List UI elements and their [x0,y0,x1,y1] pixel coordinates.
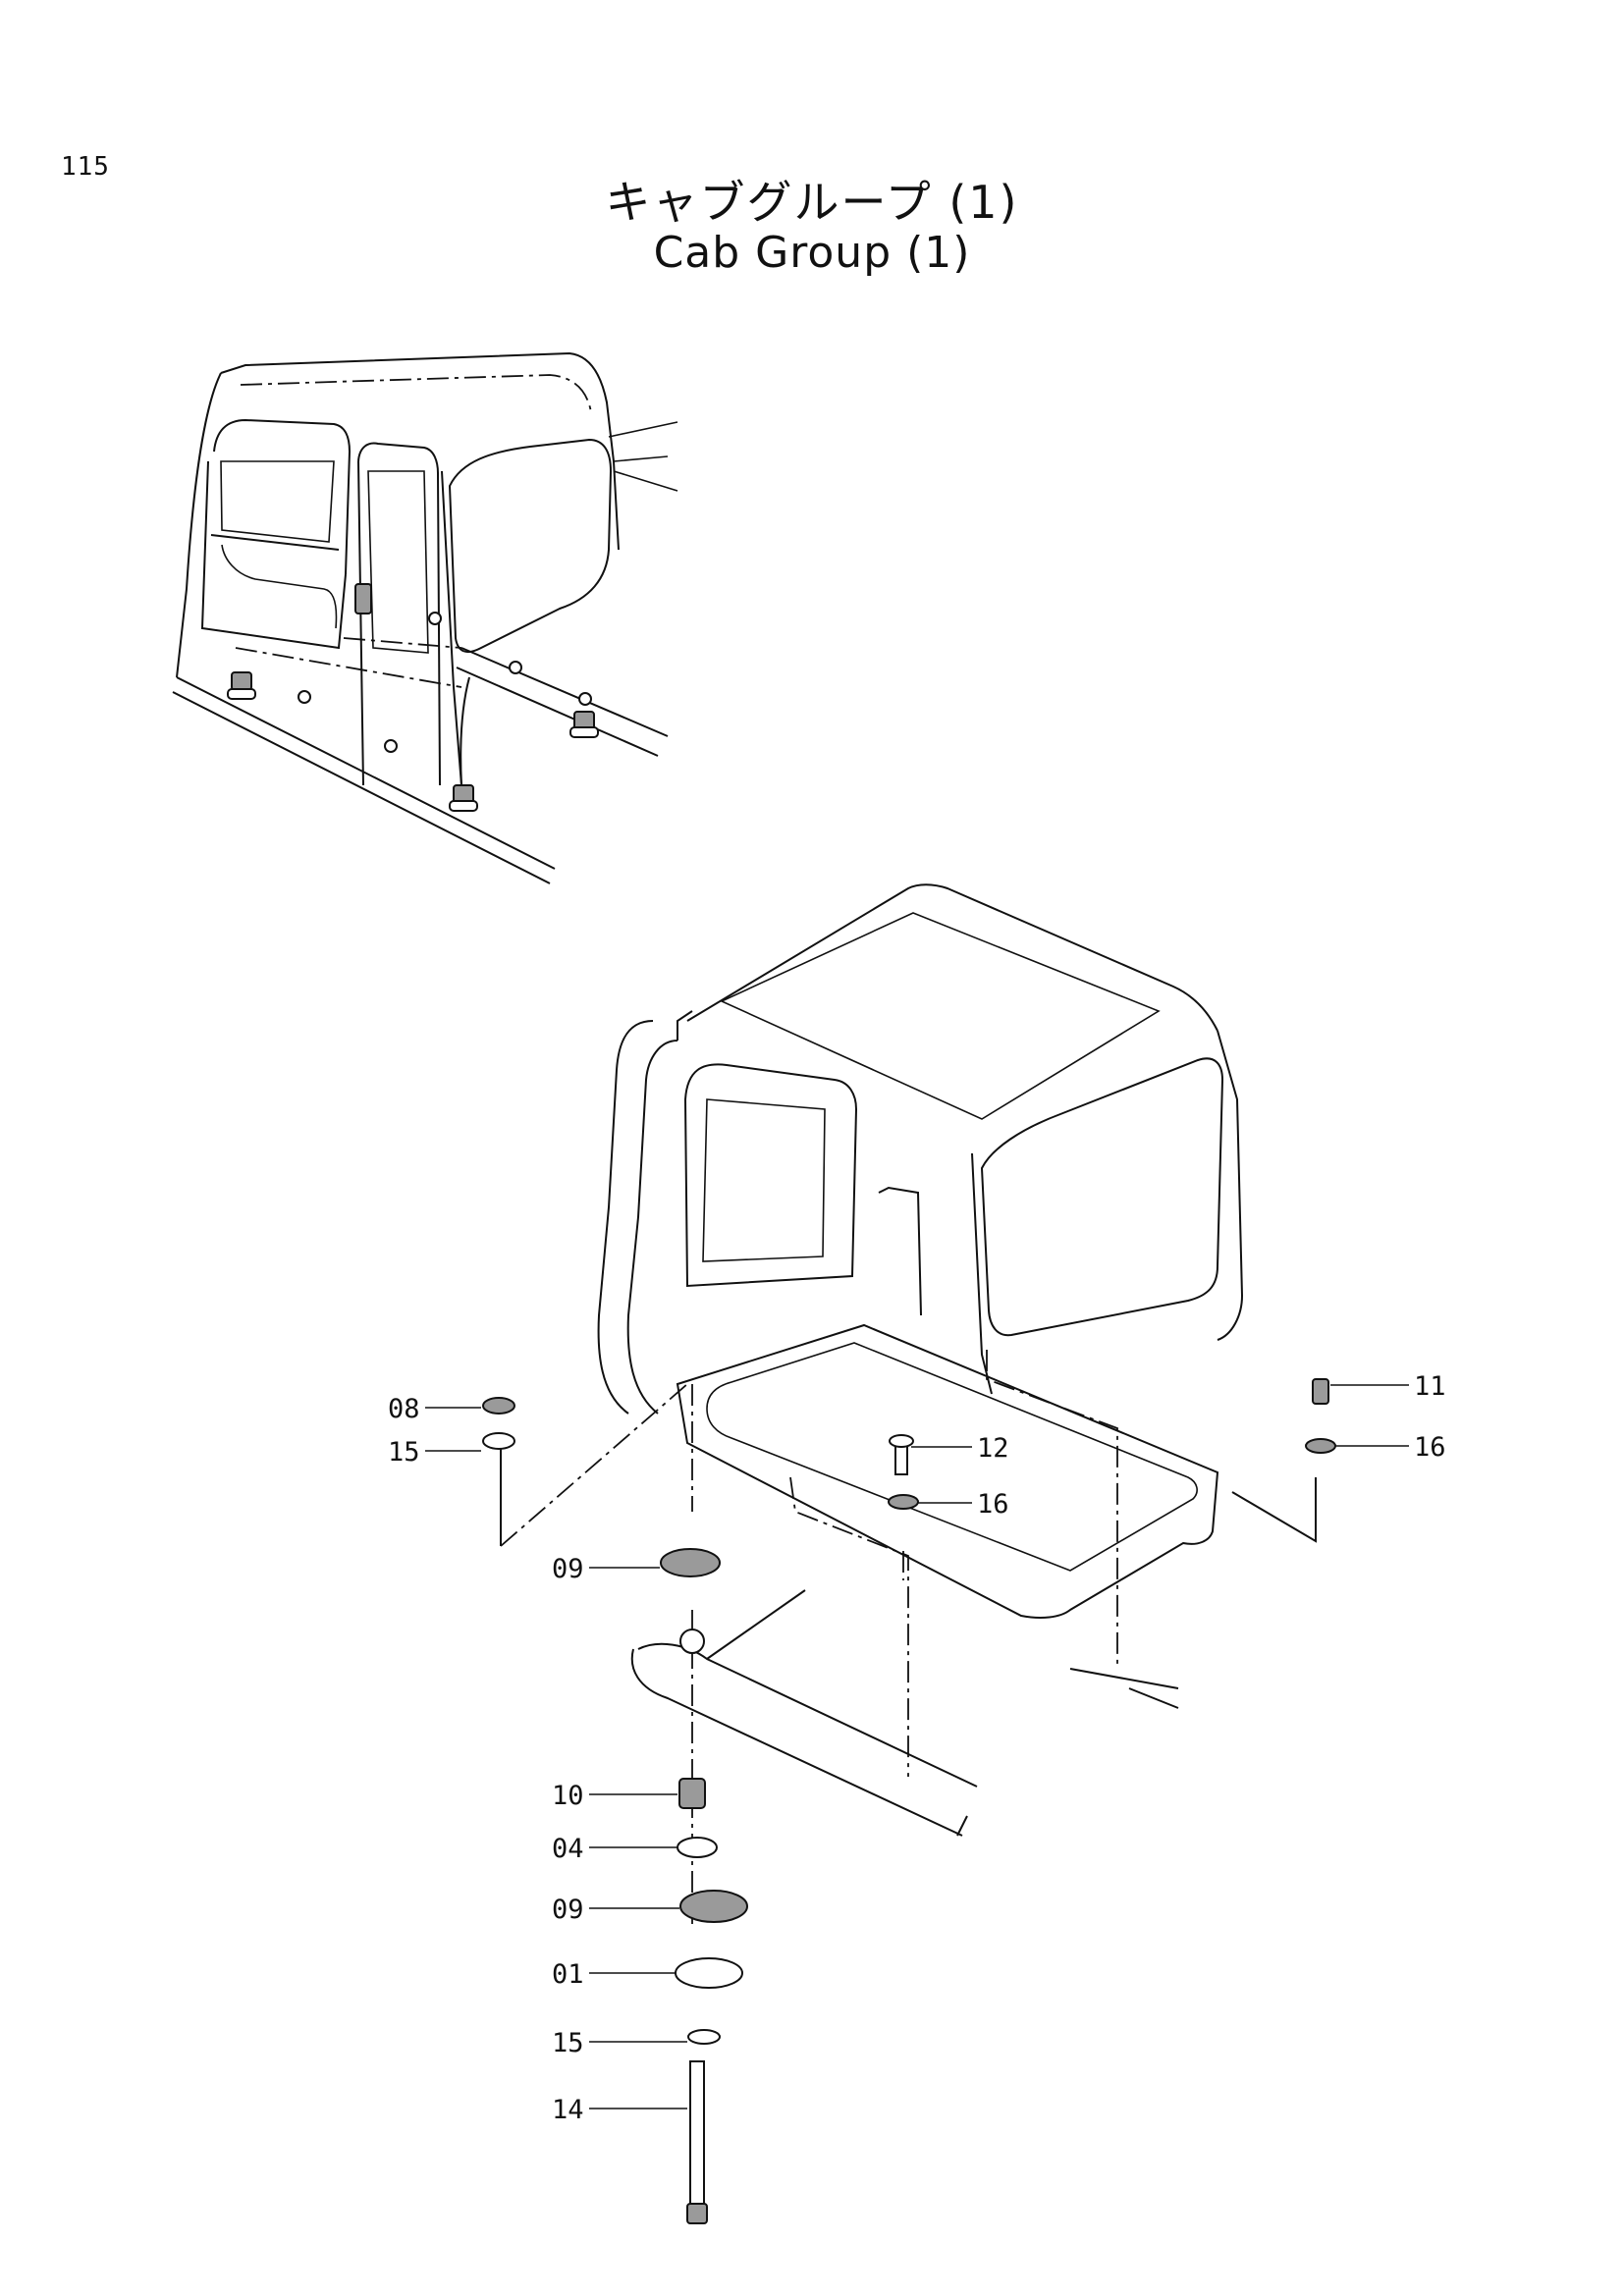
overview-cab-illustration [172,351,678,884]
callout-16: 16 [977,1489,1009,1520]
callout-16: 16 [1414,1432,1446,1463]
callout-14: 14 [552,2095,584,2125]
page-number: 115 [61,152,110,182]
main-cab-illustration [482,883,1336,2224]
callout-12: 12 [977,1433,1009,1464]
callout-04: 04 [552,1834,584,1864]
callout-08: 08 [388,1394,420,1424]
page-title-japanese: キャブグループ (1) [605,176,1019,229]
callout-15: 15 [552,2028,584,2058]
callout-15: 15 [388,1437,420,1468]
callout-11: 11 [1414,1371,1446,1402]
callout-leaders [425,1384,1409,2109]
callout-09: 09 [552,1895,584,1925]
callout-10: 10 [552,1781,584,1811]
callout-labels: 08 15 09 12 16 11 16 10 04 09 01 15 14 [388,1371,1446,2125]
callout-01: 01 [552,1959,584,1990]
callout-09: 09 [552,1554,584,1584]
page-title-english: Cab Group (1) [653,228,971,278]
